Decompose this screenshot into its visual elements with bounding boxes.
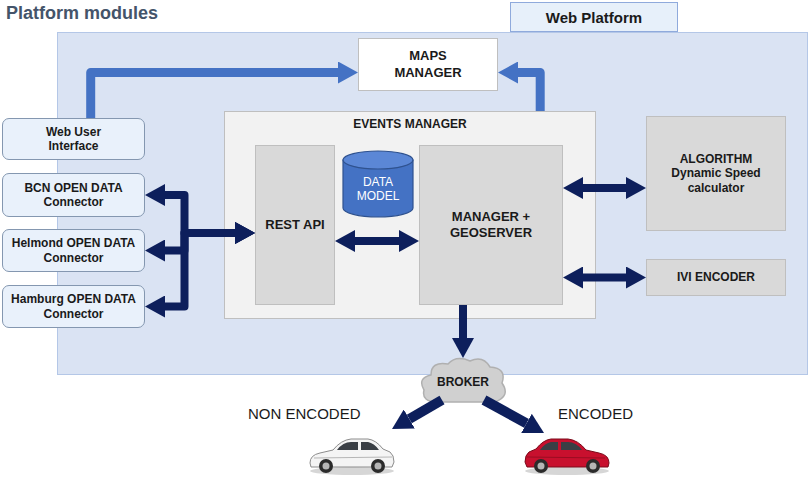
node-label: NON ENCODED [248,405,361,422]
node-label: IVI ENCODER [677,271,755,285]
tab-label: Web Platform [510,2,678,32]
module-box: MANAGER + GEOSERVER [419,145,563,305]
module-box: REST API [255,145,335,305]
node-label: ALGORITHM [680,152,753,166]
node-label: DATA MODEL [348,176,408,204]
diagram-title: Platform modules [6,3,158,24]
module-box: MAPS MANAGER [358,38,498,91]
node-label: MAPS MANAGER [378,48,478,81]
node-sublabel: Dynamic Speed calculator [656,166,776,195]
node-label: EVENTS MANAGER [353,117,466,131]
car-illustration [306,430,396,476]
node-label: MANAGER + GEOSERVER [443,209,539,242]
node-label: ENCODED [558,405,633,422]
connector-box: Web User Interface [2,118,145,160]
flow-arrow [409,400,442,419]
node-label: Hamburg OPEN DATA Connector [10,292,138,321]
node-label: Web User Interface [26,125,121,154]
platform-panel: Web PlatformMAPS MANAGEREVENTS MANAGERRE… [57,32,808,375]
module-box: ALGORITHMDynamic Speed calculator [646,116,786,231]
module-box: IVI ENCODER [646,259,786,296]
broker-cloud: BROKER [418,355,508,407]
vehicle: NON ENCODED [248,405,400,477]
database-cylinder: DATA MODEL [342,150,414,218]
node-label: Helmond OPEN DATA Connector [10,236,138,265]
connector-box: Hamburg OPEN DATA Connector [2,285,145,328]
node-label: BROKER [437,375,489,389]
node-label: REST API [265,217,324,233]
connector-box: BCN OPEN DATA Connector [2,173,145,217]
flow-arrow [484,400,527,423]
node-label: BCN OPEN DATA Connector [10,181,138,210]
connector-box: Helmond OPEN DATA Connector [2,229,145,272]
vehicle: ENCODED [522,405,644,477]
car-illustration [522,430,614,476]
group-box: EVENTS MANAGER REST API DATA MODEL MANAGER … [224,111,596,319]
